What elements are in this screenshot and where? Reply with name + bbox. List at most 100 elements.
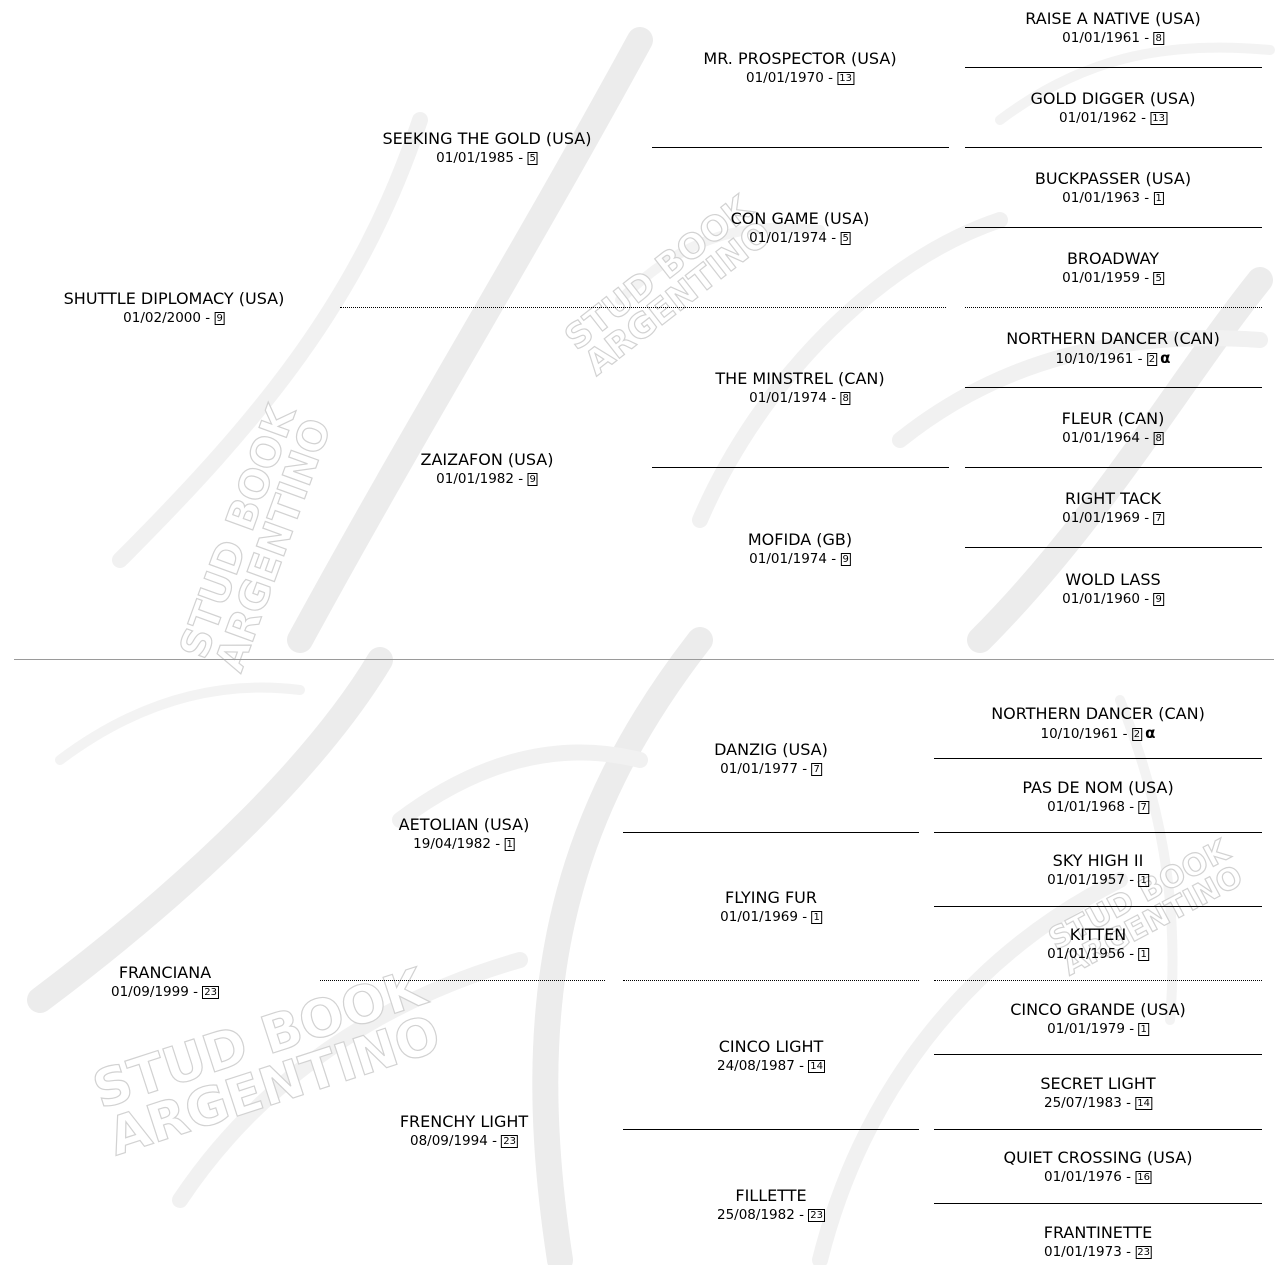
family-number-box: 8 [840,392,851,405]
birth-date: 01/09/1999 [110,984,189,1000]
sire-gen4-3[interactable]: BUCKPASSER (USA) 01/01/1963 - 1 [1035,169,1191,207]
horse-details: 01/01/1968 - 7 [1047,799,1149,815]
family-number-box: 7 [1153,512,1164,525]
birth-date: 25/08/1982 [716,1207,795,1223]
family-number-box: 16 [1135,1171,1153,1184]
dam-gen2-sire[interactable]: AETOLIAN (USA) 19/04/1982 - 1 [399,815,530,853]
horse-name: CINCO GRANDE (USA) [1010,1000,1186,1019]
birth-date: 01/02/2000 [123,310,201,326]
family-number-box: 1 [504,838,515,851]
sire-gen4-7[interactable]: RIGHT TACK 01/01/1969 - 7 [1062,489,1164,527]
dam-gen3-2[interactable]: FLYING FUR 01/01/1969 - 1 [720,888,822,926]
sire-divider [965,227,1262,228]
horse-name: FRANCIANA [118,963,212,982]
horse-name: PAS DE NOM (USA) [1022,778,1174,797]
horse-name: FRANTINETTE [1043,1223,1153,1242]
sire-gen3-4[interactable]: MOFIDA (GB) 01/01/1974 - 9 [748,530,852,568]
horse-name: BROADWAY [1066,249,1160,268]
sire-gen4-4[interactable]: BROADWAY 01/01/1959 - 5 [1062,249,1164,287]
family-number-box: 14 [808,1060,826,1073]
dam-gen4-7[interactable]: QUIET CROSSING (USA) 01/01/1976 - 16 [1004,1148,1193,1186]
horse-name: FLYING FUR [725,888,817,907]
family-number-box: 5 [527,152,538,165]
birth-date: 01/01/1961 [1062,30,1140,46]
horse-name: MR. PROSPECTOR (USA) [703,49,897,68]
horse-details: 01/09/1999 - 23 [110,984,220,1000]
birth-date: 01/01/1973 [1043,1244,1122,1260]
alpha-mark: α [1160,349,1171,367]
dam-divider [623,1129,919,1130]
horse-details: 01/01/1961 - 8 [1062,30,1164,46]
sire-divider [965,547,1262,548]
horse-details: 01/01/1970 - 13 [745,70,855,86]
sire-gen3-2[interactable]: CON GAME (USA) 01/01/1974 - 5 [731,209,870,247]
horse-details: 01/01/1957 - 1 [1047,872,1149,888]
horse-details: 01/01/1959 - 5 [1062,270,1164,286]
dam-gen3-4[interactable]: FILLETTE 25/08/1982 - 23 [716,1186,826,1224]
sire-gen3-3[interactable]: THE MINSTREL (CAN) 01/01/1974 - 8 [715,369,884,407]
birth-date: 01/01/1956 [1047,946,1125,962]
dam-gen3-3[interactable]: CINCO LIGHT 24/08/1987 - 14 [716,1037,826,1075]
family-number-box: 7 [811,763,822,776]
dam-gen3-1[interactable]: DANZIG (USA) 01/01/1977 - 7 [714,740,828,778]
family-number-box: 13 [837,72,855,85]
dam-divider-dotted [934,980,1262,981]
horse-name: FILLETTE [735,1186,807,1205]
horse-details: 01/01/1956 - 1 [1047,946,1149,962]
horse-details: 01/01/1964 - 8 [1062,430,1164,446]
sire-divider-dotted [340,307,946,308]
dam-gen4-6[interactable]: SECRET LIGHT 25/07/1983 - 14 [1040,1074,1155,1112]
horse-name: RAISE A NATIVE (USA) [1025,9,1201,28]
birth-date: 01/01/1977 [720,761,798,777]
dam-divider [934,832,1262,833]
horse-details: 01/01/1969 - 7 [1062,510,1164,526]
sire-dam-separator [14,659,1274,660]
dam-divider-dotted [320,980,605,981]
sire-gen4-8[interactable]: WOLD LASS 01/01/1960 - 9 [1062,570,1164,608]
horse-name: CON GAME (USA) [730,209,870,228]
sire-gen3-1[interactable]: MR. PROSPECTOR (USA) 01/01/1970 - 13 [703,49,896,87]
dam-divider [934,1129,1262,1130]
horse-details: 01/01/1974 - 9 [749,551,851,567]
horse-details: 24/08/1987 - 14 [716,1058,826,1074]
dam-gen4-4[interactable]: KITTEN 01/01/1956 - 1 [1047,925,1149,963]
sire-divider-dotted [965,307,1262,308]
horse-details: 01/01/1973 - 23 [1043,1244,1152,1260]
alpha-mark: α [1145,724,1156,742]
dam-gen1[interactable]: FRANCIANA 01/09/1999 - 23 [110,963,220,1001]
horse-name: FLEUR (CAN) [1061,409,1165,428]
sire-divider [652,147,949,148]
sire-gen4-2[interactable]: GOLD DIGGER (USA) 01/01/1962 - 13 [1030,89,1195,127]
dam-divider [623,832,919,833]
dam-gen4-5[interactable]: CINCO GRANDE (USA) 01/01/1979 - 1 [1010,1000,1186,1038]
dam-divider [934,1054,1262,1055]
birth-date: 01/01/1957 [1047,872,1125,888]
horse-details: 01/01/1985 - 5 [436,150,538,166]
family-number-box: 1 [1153,192,1164,205]
sire-gen4-6[interactable]: FLEUR (CAN) 01/01/1964 - 8 [1062,409,1165,447]
sire-gen2-sire[interactable]: SEEKING THE GOLD (USA) 01/01/1985 - 5 [383,129,592,167]
family-number-box: 23 [501,1135,519,1148]
dam-gen4-2[interactable]: PAS DE NOM (USA) 01/01/1968 - 7 [1022,778,1173,816]
horse-name: SEEKING THE GOLD (USA) [382,129,592,148]
sire-gen4-1[interactable]: RAISE A NATIVE (USA) 01/01/1961 - 8 [1025,9,1200,47]
sire-gen1[interactable]: SHUTTLE DIPLOMACY (USA) 01/02/2000 - 9 [64,289,285,327]
family-number-box: 7 [1138,801,1149,814]
birth-date: 01/01/1968 [1047,799,1125,815]
sire-gen2-dam[interactable]: ZAIZAFON (USA) 01/01/1982 - 9 [421,450,554,488]
dam-gen4-8[interactable]: FRANTINETTE 01/01/1973 - 23 [1044,1223,1153,1261]
sire-divider [652,467,949,468]
dam-gen4-3[interactable]: SKY HIGH II 01/01/1957 - 1 [1047,851,1149,889]
birth-date: 01/01/1976 [1043,1169,1122,1185]
horse-name: SHUTTLE DIPLOMACY (USA) [63,289,285,308]
horse-name: THE MINSTREL (CAN) [715,369,885,388]
dam-gen2-dam[interactable]: FRENCHY LIGHT 08/09/1994 - 23 [400,1112,528,1150]
horse-details: 01/01/1963 - 1 [1062,190,1164,206]
family-number-box: 2 [1131,728,1143,741]
family-number-box: 9 [1153,593,1164,606]
